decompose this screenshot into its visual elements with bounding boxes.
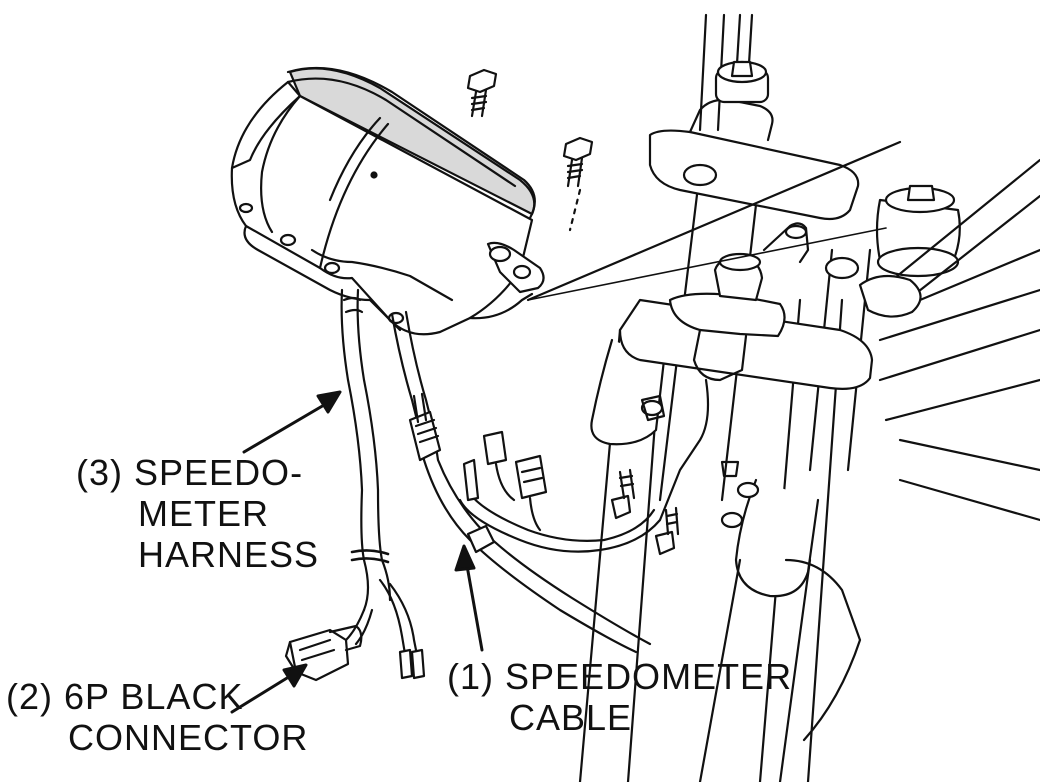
harness-pointer-arrow xyxy=(242,396,338,454)
callout-speedometer-cable: (1) SPEEDOMETER CABLE xyxy=(447,656,792,738)
callout-3-line-1: (3) SPEEDO- xyxy=(76,452,319,493)
callout-1-line-1: (1) SPEEDOMETER xyxy=(447,656,792,697)
detail-leader-lines xyxy=(526,140,902,302)
callout-black-connector: (2) 6P BLACK CONNECTOR xyxy=(6,676,308,758)
callout-3-text-1: SPEEDO- xyxy=(134,452,304,493)
callout-3-text-3: HARNESS xyxy=(138,534,320,575)
callout-arrows xyxy=(230,390,484,714)
cable-pointer-arrow xyxy=(464,558,484,652)
callout-3-text-2: METER xyxy=(138,493,269,534)
wiring xyxy=(284,288,710,682)
callout-1-text-2: CABLE xyxy=(509,697,633,738)
callout-2-text-2: CONNECTOR xyxy=(68,717,309,758)
callout-2-text-1: 6P BLACK xyxy=(64,676,244,717)
callout-2-number: (2) xyxy=(6,676,53,717)
callout-speedometer-harness: (3) SPEEDO- METER HARNESS xyxy=(76,452,319,575)
callout-2-line-1: (2) 6P BLACK xyxy=(6,676,308,717)
front-fork-assembly xyxy=(578,13,1040,782)
callout-1-number: (1) xyxy=(447,656,494,697)
speedometer-assembly xyxy=(230,66,545,336)
mounting-bolts xyxy=(466,68,680,556)
callout-3-number: (3) xyxy=(76,452,123,493)
callout-1-text-1: SPEEDOMETER xyxy=(505,656,793,697)
